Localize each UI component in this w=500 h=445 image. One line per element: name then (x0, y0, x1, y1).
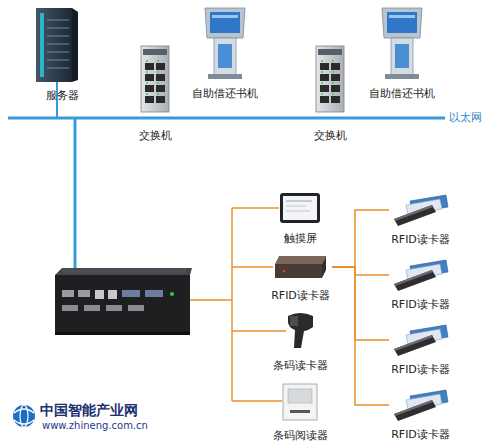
rfid-reader-node: RFID读卡器 (389, 325, 452, 377)
device-label: 条码读卡器 (273, 359, 328, 372)
switch-node: 交换机 (137, 46, 174, 143)
touch-screen-node: 触摸屏 (278, 193, 322, 246)
switch-node: 交换机 (312, 46, 349, 143)
device-label: 交换机 (139, 129, 172, 142)
device-label: RFID读卡器 (271, 289, 330, 302)
device-label: 交换机 (314, 129, 347, 142)
network-label: 以太网 (449, 111, 482, 124)
device-label: RFID读卡器 (391, 363, 450, 376)
rfid-reader-node: RFID读卡器 (389, 390, 452, 442)
logo-url: www.zhineng.com.cn (42, 420, 148, 432)
wire-connector (332, 267, 389, 405)
device-label: RFID读卡器 (391, 298, 450, 311)
wire-connector (332, 267, 389, 275)
rfid-reader-node: RFID读卡器 (269, 256, 332, 303)
device-label: 自助借还书机 (192, 87, 258, 100)
device-label: RFID读卡器 (391, 233, 450, 246)
barcode-scanner-node: 条码读卡器 (271, 312, 330, 373)
barcode-reader-node: 条码阅读器 (271, 384, 330, 443)
server-node: 服务器 (38, 8, 86, 103)
kiosk-node: 自助借还书机 (367, 5, 437, 101)
device-label: 条码阅读器 (273, 429, 328, 442)
logo-text: 中国智能产业网 (40, 402, 138, 418)
wire-connector (332, 267, 389, 340)
device-label: RFID读卡器 (391, 428, 450, 441)
device-label: 服务器 (46, 89, 79, 102)
kiosk-node: 自助借还书机 (190, 5, 260, 101)
rfid-reader-node: RFID读卡器 (389, 195, 452, 247)
rfid-reader-node: RFID读卡器 (389, 260, 452, 312)
device-label: 自助借还书机 (369, 87, 435, 100)
wire-connector (332, 210, 389, 267)
device-label: 触摸屏 (284, 232, 317, 245)
